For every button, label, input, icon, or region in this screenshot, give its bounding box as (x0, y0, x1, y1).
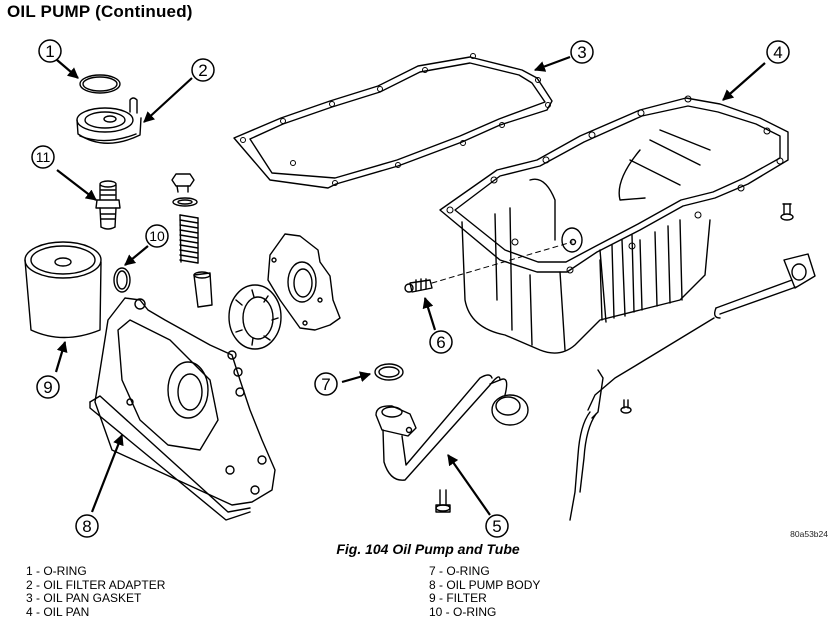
callout-number: 4 (773, 43, 782, 62)
oil-filter-adapter-part-2 (77, 98, 141, 143)
legend-item: 3 - OIL PAN GASKET (26, 592, 165, 606)
callout-arrow-1 (57, 60, 78, 78)
callout-arrow-2 (144, 78, 192, 122)
callout-arrow-9 (56, 342, 65, 372)
legend-item: 4 - OIL PAN (26, 606, 165, 619)
callout-arrow-7 (342, 374, 370, 382)
legend-left-column: 1 - O-RING 2 - OIL FILTER ADAPTER 3 - OI… (26, 565, 165, 619)
legend-item: 1 - O-RING (26, 565, 165, 579)
pump-rotor (229, 285, 281, 349)
legend-item: 10 - O-RING (429, 606, 540, 619)
callout-number: 7 (321, 375, 330, 394)
oil-pan-part-4 (440, 96, 788, 353)
pump-cover-plate (268, 234, 340, 330)
legend-right-column: 7 - O-RING 8 - OIL PUMP BODY 9 - FILTER … (429, 565, 540, 619)
dipstick (570, 254, 815, 520)
oil-pickup-tube-part-5 (376, 375, 528, 512)
callout-arrow-6 (425, 298, 435, 330)
callout-arrow-11 (57, 170, 96, 200)
figure-caption: Fig. 104 Oil Pump and Tube (0, 541, 836, 557)
legend-item: 2 - OIL FILTER ADAPTER (26, 579, 165, 593)
callout-number: 3 (577, 43, 586, 62)
callout-number: 1 (45, 42, 54, 61)
oil-pump-exploded-diagram: 1 2 3 4 5 6 7 8 9 10 11 (0, 0, 836, 540)
oil-filter-part-9 (25, 242, 101, 338)
nipple-fitting-part-11 (96, 181, 120, 229)
pan-bolt-part-6 (405, 242, 572, 292)
callout-arrow-8 (92, 435, 122, 512)
callout-number: 10 (149, 228, 165, 244)
callout-number: 11 (36, 149, 51, 165)
callout-arrow-3 (535, 57, 570, 70)
callout-number: 6 (436, 333, 445, 352)
callout-number: 8 (82, 517, 91, 536)
callout-number: 5 (492, 517, 501, 536)
figure-id: 80a53b24 (790, 529, 828, 539)
callout-arrow-10 (125, 246, 148, 265)
pan-stud-bolt (781, 204, 793, 220)
o-ring-part-10 (114, 268, 130, 292)
legend-item: 8 - OIL PUMP BODY (429, 579, 540, 593)
oil-pump-body-part-8 (90, 298, 275, 520)
callout-arrow-5 (448, 455, 490, 515)
callout-number: 9 (43, 378, 52, 397)
o-ring-part-7 (375, 364, 403, 380)
callout-number: 2 (198, 61, 207, 80)
callout-arrow-4 (723, 63, 765, 100)
o-ring-part-1 (80, 75, 120, 93)
relief-valve-assembly (172, 174, 212, 307)
legend-item: 7 - O-RING (429, 565, 540, 579)
legend-item: 9 - FILTER (429, 592, 540, 606)
